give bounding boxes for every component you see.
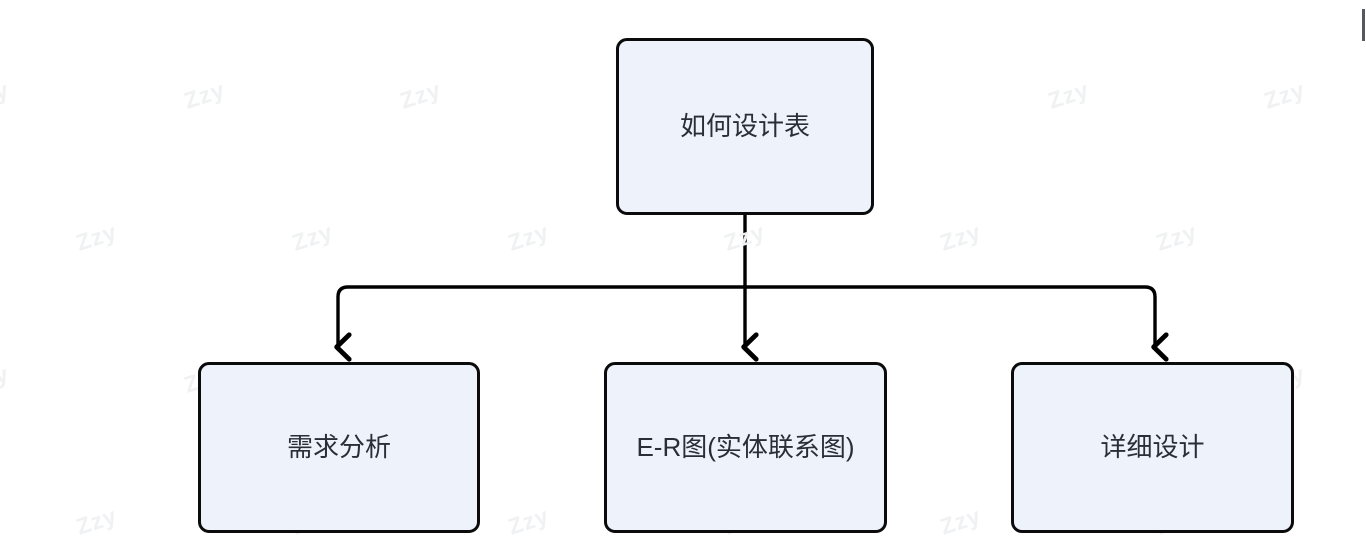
edge-root-to-child-0 [338,285,745,347]
node-root-label: 如何设计表 [679,110,810,141]
edge-root-to-child-2 [745,285,1155,347]
node-er-diagram-label: E-R图(实体联系图) [636,431,855,462]
node-detailed-design[interactable]: 详细设计 [1011,362,1294,533]
node-requirements-analysis-label: 需求分析 [286,431,391,462]
right-edge-caret [1362,9,1365,41]
node-detailed-design-label: 详细设计 [1100,431,1205,462]
node-requirements-analysis[interactable]: 需求分析 [198,362,480,533]
node-root[interactable]: 如何设计表 [616,38,874,215]
node-er-diagram[interactable]: E-R图(实体联系图) [604,362,887,533]
